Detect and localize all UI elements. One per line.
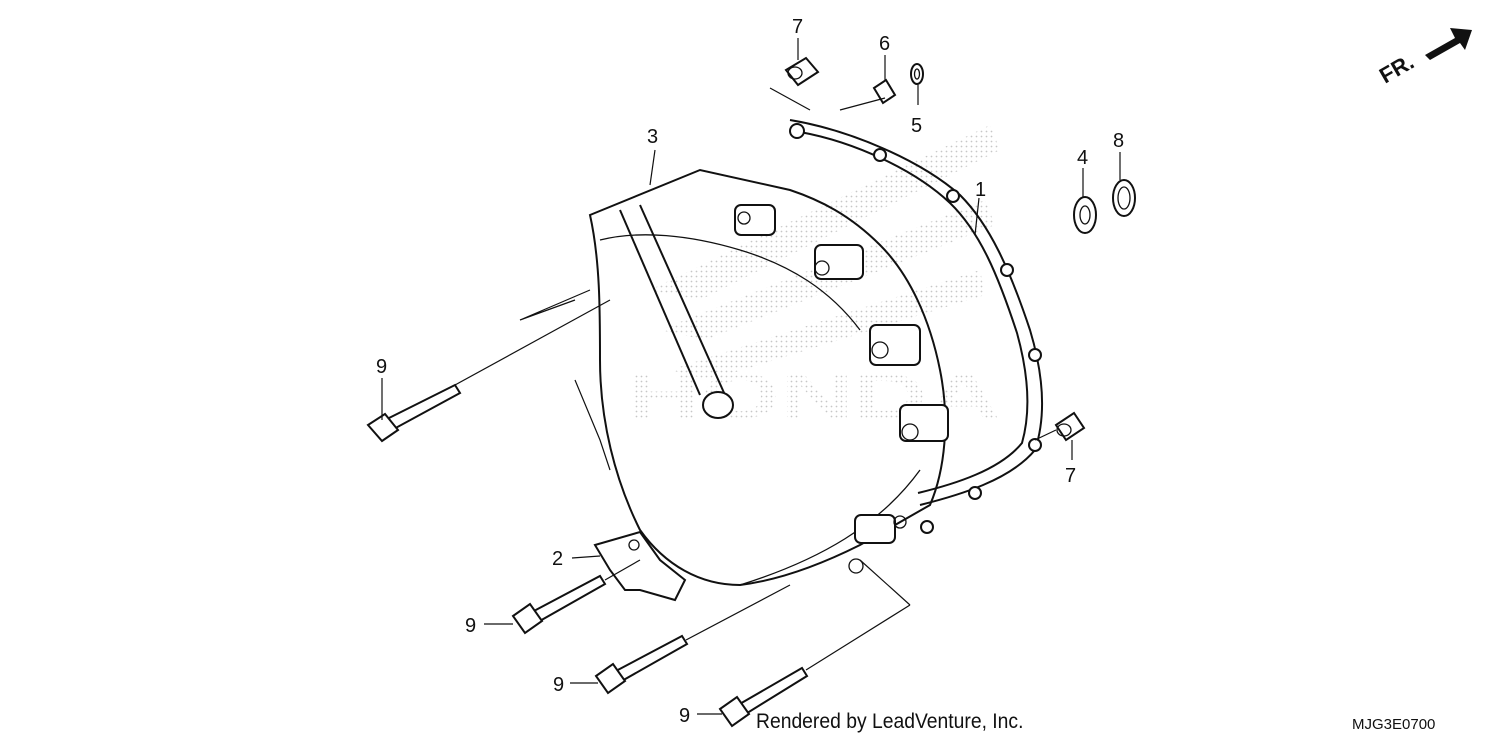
assembly-lines [454, 87, 1057, 671]
bolt-bracket [511, 574, 607, 635]
diagram-code: MJG3E0700 [1352, 716, 1436, 733]
render-credit: Rendered by LeadVenture, Inc. [756, 710, 1024, 733]
callout-8: 8 [1113, 130, 1124, 152]
callout-3: 3 [647, 126, 658, 148]
callout-4: 4 [1077, 147, 1088, 169]
callout-1: 1 [975, 179, 986, 201]
bolt-bottom-middle [594, 634, 689, 695]
callout-9-bracket: 9 [465, 615, 476, 637]
collar-top [784, 56, 820, 87]
bolt-bottom [718, 666, 809, 728]
callout-7-right: 7 [1065, 465, 1076, 487]
oil-seal [1112, 179, 1136, 217]
callout-9-bottom: 9 [679, 705, 690, 727]
collar-right [1054, 411, 1086, 442]
callouts: 1 2 3 4 5 6 7 7 8 9 9 9 9 [376, 16, 1124, 727]
callout-7-top: 7 [792, 16, 803, 38]
cover-gasket [789, 119, 1043, 534]
callout-9-left: 9 [376, 356, 387, 378]
callout-6: 6 [879, 33, 890, 55]
dowel-pin [872, 78, 897, 105]
bolt-left [366, 383, 462, 443]
front-direction-arrow-icon: FR. [1375, 28, 1472, 88]
callout-9-middle: 9 [553, 674, 564, 696]
washer [910, 63, 924, 85]
callout-2: 2 [552, 548, 563, 570]
bearing [1073, 196, 1097, 234]
guide-bracket [593, 530, 687, 602]
callout-5: 5 [911, 115, 922, 137]
clutch-cover [588, 168, 949, 587]
direction-label: FR. [1375, 49, 1418, 88]
